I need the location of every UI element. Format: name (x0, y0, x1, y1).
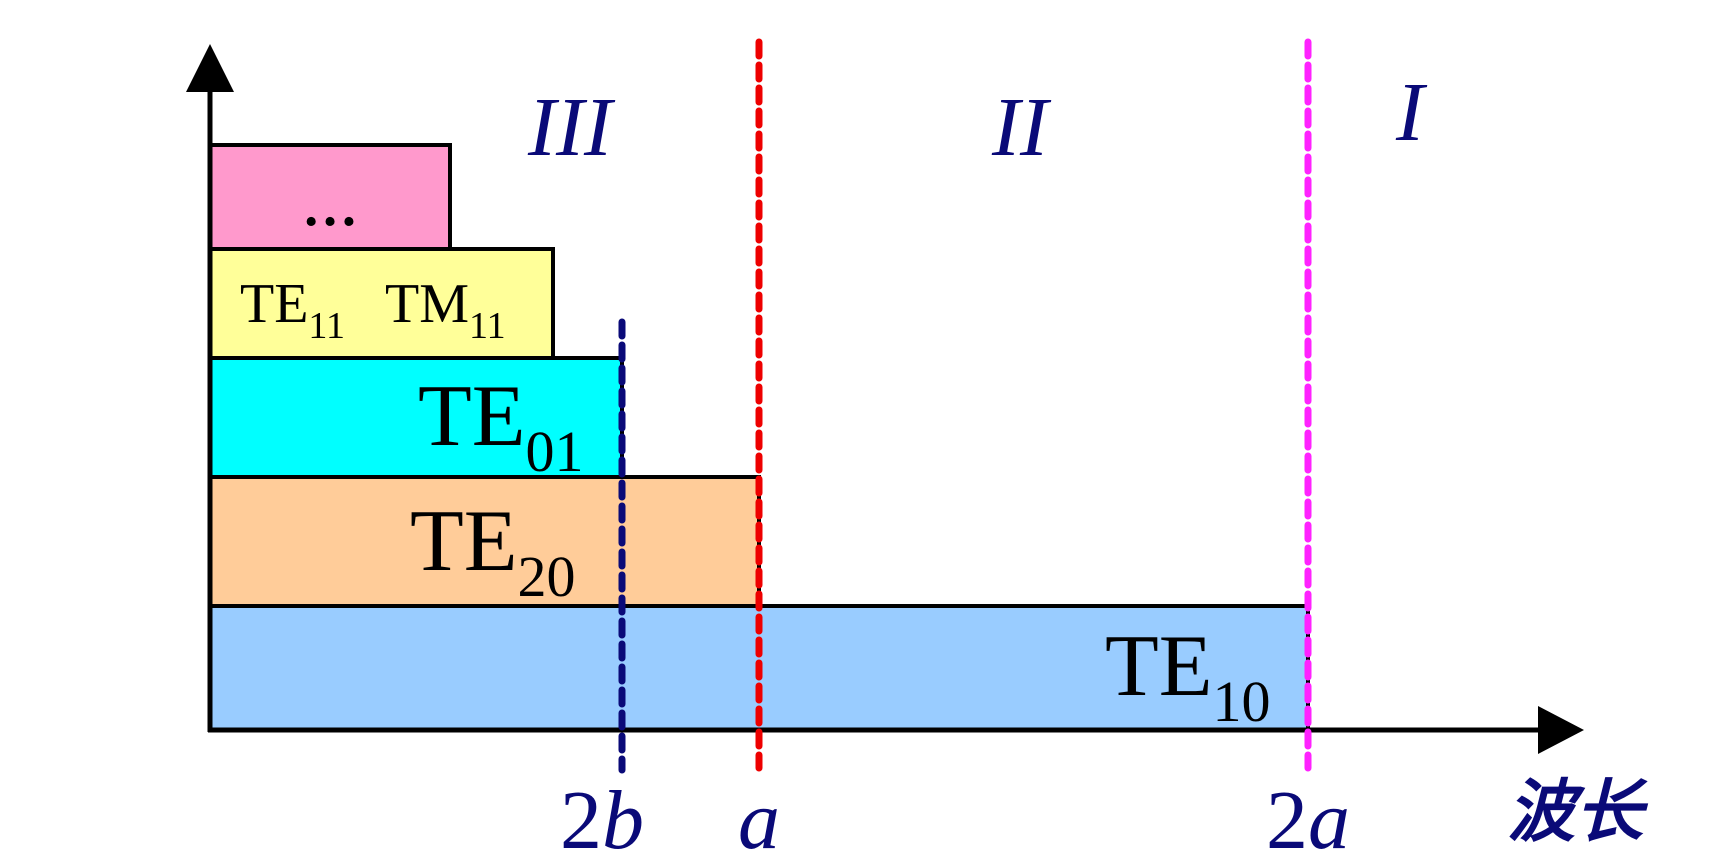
mode-label-te11-base: TE (240, 273, 308, 335)
mode-label-te10: TE10 (1105, 618, 1271, 734)
marker-label-2a-num: 2 (1266, 774, 1308, 867)
mode-label-te01-sub: 01 (526, 419, 584, 484)
marker-label-2b-var: b (602, 774, 644, 867)
mode-band-higher (208, 143, 452, 251)
mode-label-te20: TE20 (410, 493, 576, 609)
region-label-ii: II (991, 81, 1052, 174)
mode-band-te20 (208, 475, 761, 608)
mode-label-te11: TE11 (240, 273, 345, 347)
mode-band-te11-tm11 (208, 247, 555, 360)
mode-label-tm11: TM11 (385, 273, 506, 347)
mode-label-te01-base: TE (418, 368, 526, 465)
mode-label-te20-base: TE (410, 493, 518, 590)
marker-label-2a: 2a (1266, 774, 1350, 867)
region-label-i: I (1395, 66, 1428, 159)
marker-label-2b: 2b (560, 774, 644, 867)
marker-label-2a-var: a (1308, 774, 1350, 867)
mode-label-te01: TE01 (418, 368, 584, 484)
marker-label-a: a (738, 774, 780, 867)
y-axis-arrowhead (186, 44, 234, 92)
region-label-iii: III (527, 81, 616, 174)
marker-label-2b-num: 2 (560, 774, 602, 867)
mode-label-te20-sub: 20 (518, 544, 576, 609)
mode-label-tm11-base: TM (385, 273, 469, 335)
x-axis-label: 波长 (1507, 773, 1649, 852)
x-axis-arrowhead (1538, 706, 1584, 754)
mode-label-te10-base: TE (1105, 618, 1213, 715)
mode-label-te11-sub: 11 (308, 305, 345, 347)
mode-label-tm11-sub: 11 (469, 305, 506, 347)
mode-label-higher: … (302, 176, 358, 238)
mode-label-te10-sub: 10 (1213, 669, 1271, 734)
